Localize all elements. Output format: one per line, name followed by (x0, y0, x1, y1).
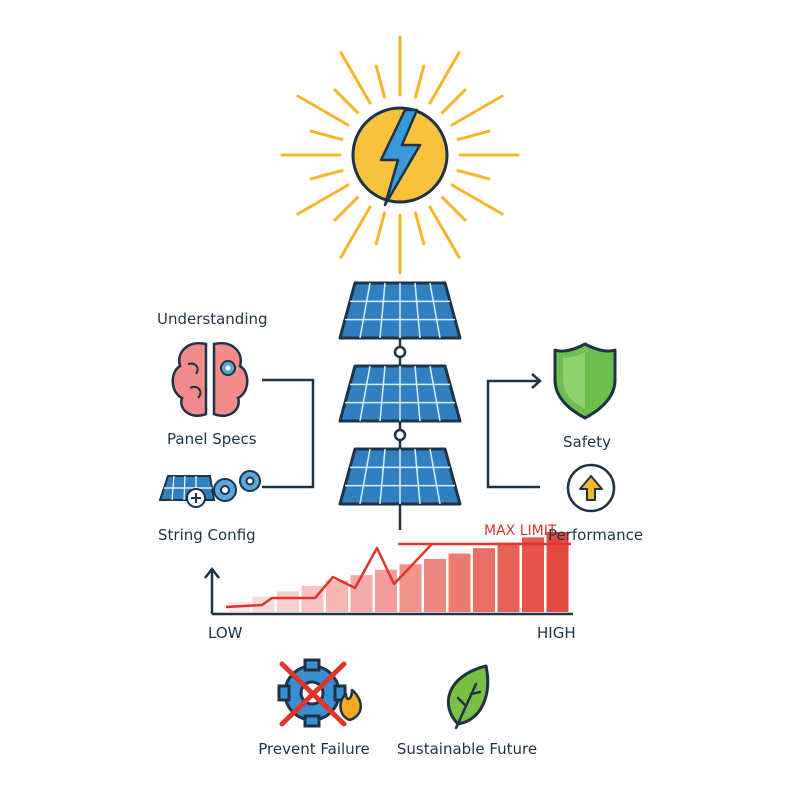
chart-y-arrow (204, 566, 220, 579)
solar-panel (338, 447, 462, 506)
sun-ray (339, 205, 372, 259)
shield-icon (553, 342, 617, 420)
sun-ray (456, 169, 491, 181)
panel-specs-label: Panel Specs (167, 430, 257, 448)
leaf-icon (447, 664, 490, 730)
string-config-label: String Config (158, 526, 256, 544)
sun-ray (374, 211, 386, 246)
max-limit-label: MAX LIMIT (484, 523, 557, 539)
sun-ray (450, 94, 504, 127)
sun-ray (414, 64, 426, 99)
gradient-bar (424, 558, 446, 612)
solar-panel (338, 364, 462, 423)
sustainable-future-label: Sustainable Future (396, 740, 538, 758)
gradient-bar (473, 548, 495, 612)
sun-ray (428, 205, 461, 259)
gradient-bar (375, 569, 397, 612)
gradient-bar (448, 553, 471, 612)
gradient-bar (350, 575, 373, 612)
sun-ray (296, 183, 350, 216)
prevent-failure-label: Prevent Failure (258, 740, 370, 758)
panel-connector-node (393, 345, 407, 359)
panel-connector-node (393, 428, 407, 442)
input-connector (262, 378, 315, 489)
output-connector (486, 373, 542, 489)
brain-icon (171, 341, 249, 417)
safety-label: Safety (563, 433, 611, 451)
low-label: LOW (208, 624, 243, 642)
sun-ray (440, 195, 467, 222)
sun-ray (374, 64, 386, 99)
gradient-bar (546, 532, 569, 612)
sun-ray (428, 51, 461, 105)
sun-ray (440, 88, 467, 115)
sun-ray (414, 211, 426, 246)
gradient-bar (497, 542, 520, 612)
solar-panel-string (338, 281, 462, 530)
performance-label: Performance (548, 526, 644, 544)
sun-ray (309, 169, 344, 181)
sun-ray (333, 88, 360, 115)
solar-panel (338, 281, 462, 340)
load-trend-line (225, 543, 433, 609)
gradient-bar (522, 537, 544, 612)
sun-ray (339, 51, 372, 105)
limit-chart (204, 532, 573, 616)
understanding-label: Understanding (157, 310, 268, 328)
crossed-gear-flame-icon (277, 658, 362, 728)
up-arrow-circle-icon (566, 463, 616, 513)
gradient-bar (277, 591, 299, 612)
sun-ray (296, 94, 350, 127)
gradient-bar (326, 580, 348, 612)
sun-ray (309, 129, 344, 141)
sun-ray (456, 129, 491, 141)
sun-icon (280, 35, 520, 275)
solar-panel-gears-icon (158, 470, 261, 508)
sun-ray (450, 183, 504, 216)
sun-ray (333, 195, 360, 222)
high-label: HIGH (537, 624, 576, 642)
lightning-bolt-icon (379, 108, 422, 207)
gradient-bar (399, 564, 422, 612)
